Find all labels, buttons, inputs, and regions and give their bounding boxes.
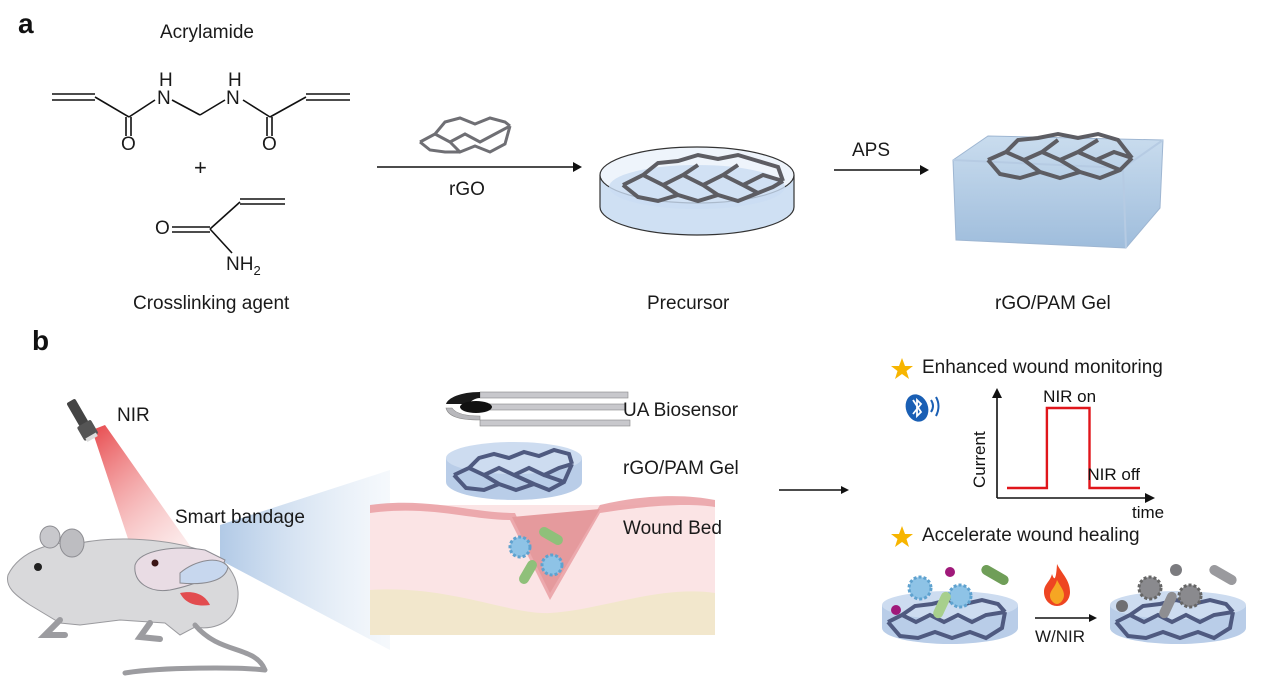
y-axis-label: Current: [970, 431, 989, 488]
bacteria-cluster: [508, 527, 564, 584]
benefit-healing-title: Accelerate wound healing: [922, 525, 1140, 546]
biosensor-layer-label: UA Biosensor: [623, 400, 739, 421]
arrow-step-2: [834, 165, 929, 175]
treatment-label: W/NIR: [1035, 627, 1086, 646]
precursor-label: Precursor: [647, 293, 730, 314]
arrow-step-1: [377, 162, 582, 172]
x-axis-arrowhead: [1145, 493, 1155, 503]
atom-o-acrylamide: O: [155, 218, 170, 239]
acrylamide-label: Acrylamide: [160, 22, 254, 43]
star-icon: [891, 358, 913, 379]
gel-with-killed-bacteria: [1110, 564, 1246, 644]
rgo-sheet-in-gel: [986, 131, 1134, 181]
panel-b-letter: b: [32, 325, 50, 356]
crosslinker-label: Crosslinking agent: [133, 293, 290, 314]
rgo-reagent-label: rGO: [449, 179, 485, 200]
bandage-label: Smart bandage: [175, 507, 305, 528]
atom-h-right: H: [228, 70, 242, 91]
nir-label: NIR: [117, 405, 150, 426]
annotation-nir-off: NIR off: [1087, 465, 1140, 484]
benefit-monitoring-title: Enhanced wound monitoring: [922, 357, 1163, 378]
projection-beam: [220, 470, 390, 650]
aps-reagent-label: APS: [852, 140, 891, 161]
bluetooth-icon: [905, 394, 940, 422]
panel-a-letter: a: [18, 8, 34, 39]
flame-icon: [1044, 564, 1070, 606]
nir-beam: [92, 425, 200, 575]
mouse-illustration: [6, 525, 268, 676]
rgo-sheet-in-dish: [621, 152, 785, 204]
atom-o-right: O: [262, 134, 277, 155]
annotation-nir-on: NIR on: [1043, 387, 1096, 406]
atom-o-left: O: [121, 134, 136, 155]
atom-h-left: H: [159, 70, 173, 91]
gel-label: rGO/PAM Gel: [995, 293, 1111, 314]
wound-bed: [370, 496, 715, 635]
current-series-line: [1007, 406, 1140, 490]
arrow-to-benefits: [779, 486, 849, 494]
atom-n-right: N: [226, 88, 240, 109]
rgo-sheet-small: [419, 116, 512, 154]
current-time-chart: Current time NIR on NIR off: [970, 387, 1164, 522]
star-icon: [891, 526, 913, 547]
gel-with-bacteria: [882, 565, 1018, 644]
petri-dish: [599, 146, 795, 236]
arrow-treatment: [1035, 614, 1097, 622]
gel-layer-label: rGO/PAM Gel: [623, 458, 739, 479]
gel-disc: [446, 442, 582, 500]
x-axis-label: time: [1132, 503, 1164, 522]
y-axis-arrowhead: [992, 388, 1002, 398]
bisacrylamide-structure: [52, 93, 350, 254]
rgo-sheet-in-disc: [452, 447, 574, 493]
ua-biosensor: [445, 391, 631, 427]
plus-sign: +: [194, 155, 207, 180]
wound-bed-layer-label: Wound Bed: [623, 518, 722, 539]
atom-n-left: N: [157, 88, 171, 109]
atom-nh2: NH2: [226, 254, 261, 278]
hydrogel-block: [952, 131, 1164, 249]
flashlight-icon: [67, 399, 98, 442]
subscript-2: 2: [253, 262, 261, 278]
atom-nh: NH: [226, 254, 254, 275]
